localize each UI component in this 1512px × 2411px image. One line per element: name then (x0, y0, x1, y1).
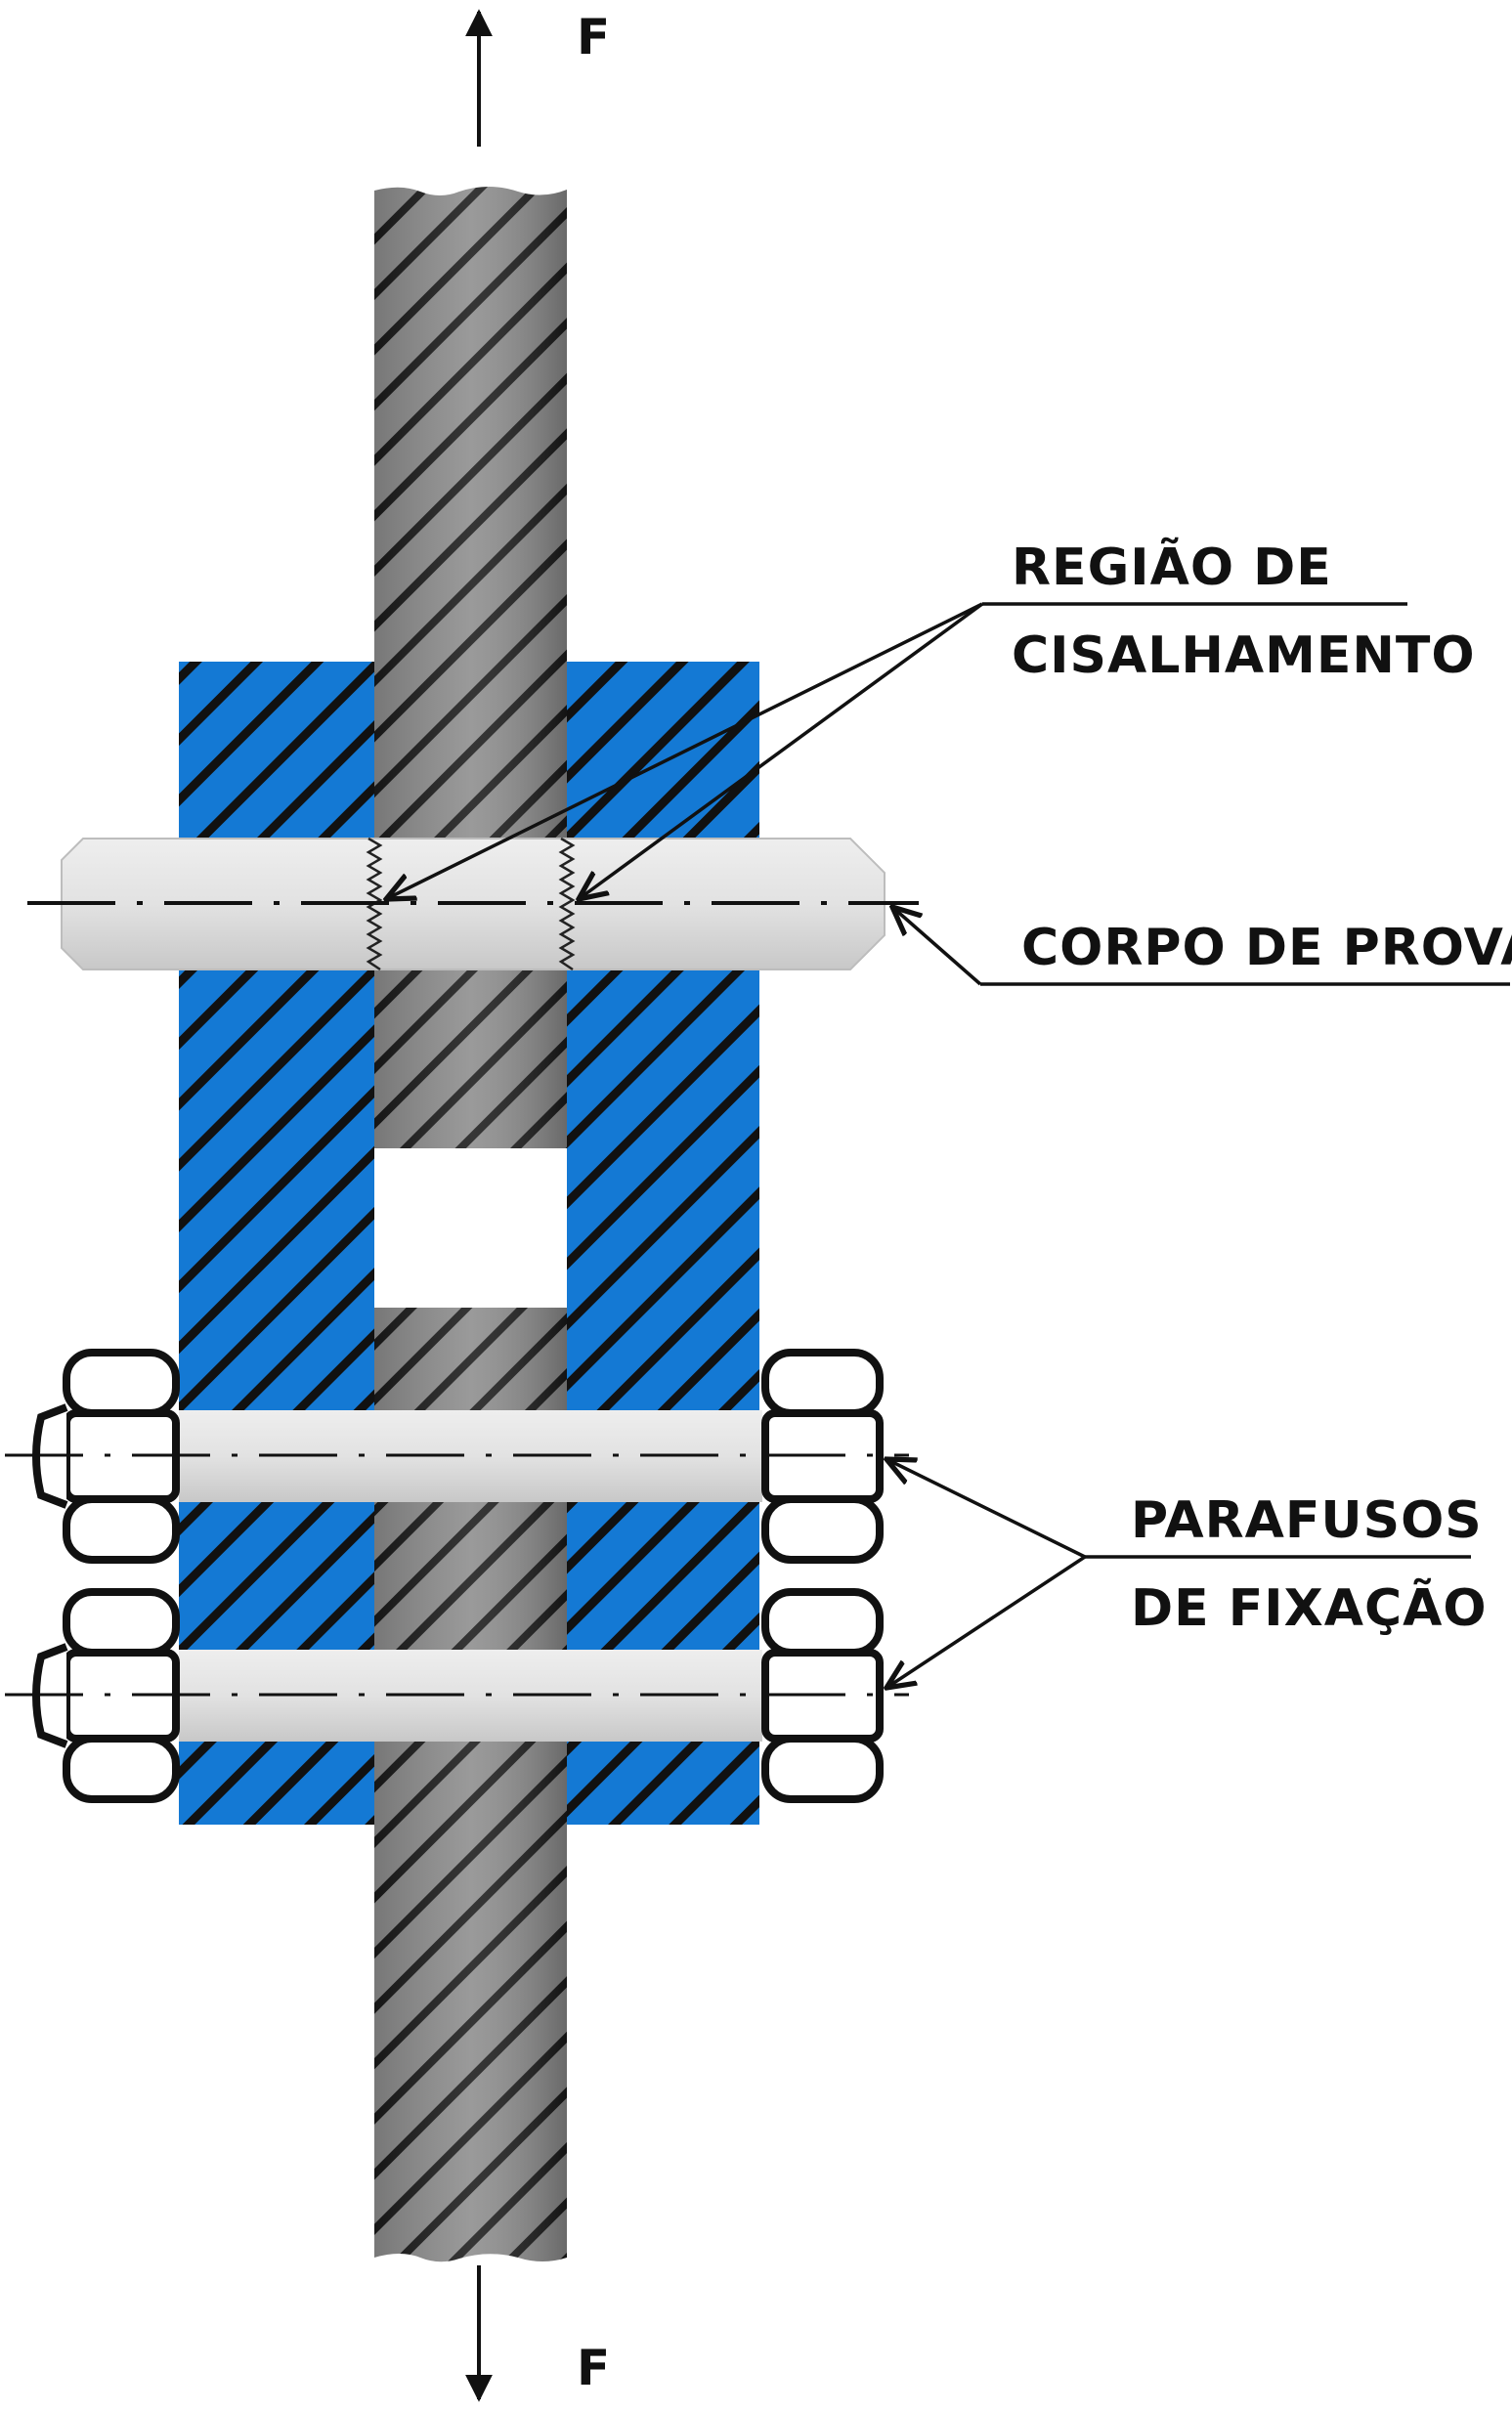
callout-shear-region (386, 602, 1407, 899)
callout-specimen (892, 907, 1510, 986)
upper-bar (374, 187, 567, 1148)
force-label-top: F (577, 9, 610, 65)
label-shear-region-line1: REGIÃO DE (1012, 538, 1332, 597)
callout-bolts (886, 1459, 1471, 1688)
label-shear-region-line2: CISALHAMENTO (1012, 626, 1476, 685)
bolt-lower (5, 1588, 909, 1803)
window-gap (374, 1148, 567, 1308)
label-bolts-line1: PARAFUSOS (1131, 1491, 1483, 1550)
shear-zigzag-right (558, 837, 576, 971)
lower-bar (374, 1308, 567, 2262)
bolt-upper (5, 1349, 909, 1564)
label-bolts-line2: DE FIXAÇÃO (1131, 1578, 1488, 1638)
force-label-bottom: F (577, 2340, 610, 2396)
label-specimen: CORPO DE PROVA (1021, 919, 1512, 977)
